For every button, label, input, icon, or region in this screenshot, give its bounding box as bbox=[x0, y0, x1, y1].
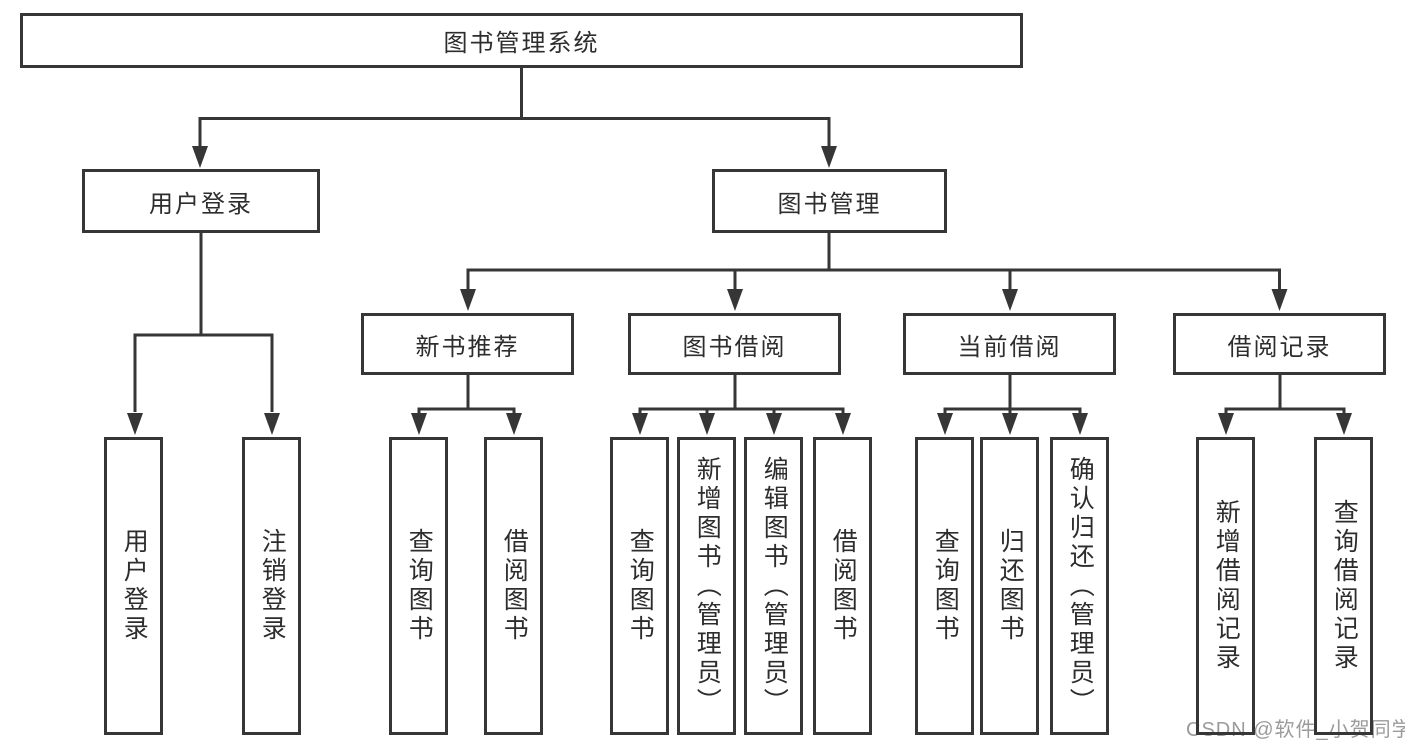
connector-segments bbox=[133, 67, 1346, 413]
leaf-borrow-books: 借阅图书 bbox=[813, 437, 872, 735]
leaf-query-books-current: 查询图书 bbox=[915, 437, 974, 735]
node-book-borrowing: 图书借阅 bbox=[628, 313, 841, 375]
leaf-add-books-admin: 新增图书（管理员） bbox=[677, 437, 736, 735]
leaf-query-books-borrow: 查询图书 bbox=[610, 437, 669, 735]
node-borrowing-records: 借阅记录 bbox=[1173, 313, 1386, 375]
leaf-return-books: 归还图书 bbox=[980, 437, 1039, 735]
node-user-login: 用户登录 bbox=[82, 169, 320, 233]
node-new-book-recommend: 新书推荐 bbox=[361, 313, 574, 375]
node-current-borrowing: 当前借阅 bbox=[903, 313, 1116, 375]
leaf-query-books-recommend: 查询图书 bbox=[389, 437, 448, 735]
node-library-system: 图书管理系统 bbox=[20, 13, 1023, 68]
watermark: CSDN @软件_小贺同学 bbox=[1186, 719, 1405, 741]
leaf-query-borrow-record: 查询借阅记录 bbox=[1314, 437, 1373, 735]
leaf-confirm-return-admin: 确认归还（管理员） bbox=[1050, 437, 1109, 735]
leaf-add-borrow-record: 新增借阅记录 bbox=[1196, 437, 1255, 735]
leaf-logout: 注销登录 bbox=[242, 437, 301, 735]
leaf-edit-books-admin: 编辑图书（管理员） bbox=[744, 437, 803, 735]
leaf-borrow-books-recommend: 借阅图书 bbox=[484, 437, 543, 735]
leaf-user-login: 用户登录 bbox=[104, 437, 163, 735]
node-book-management: 图书管理 bbox=[712, 169, 947, 233]
arrowhead-icons bbox=[127, 146, 1352, 435]
